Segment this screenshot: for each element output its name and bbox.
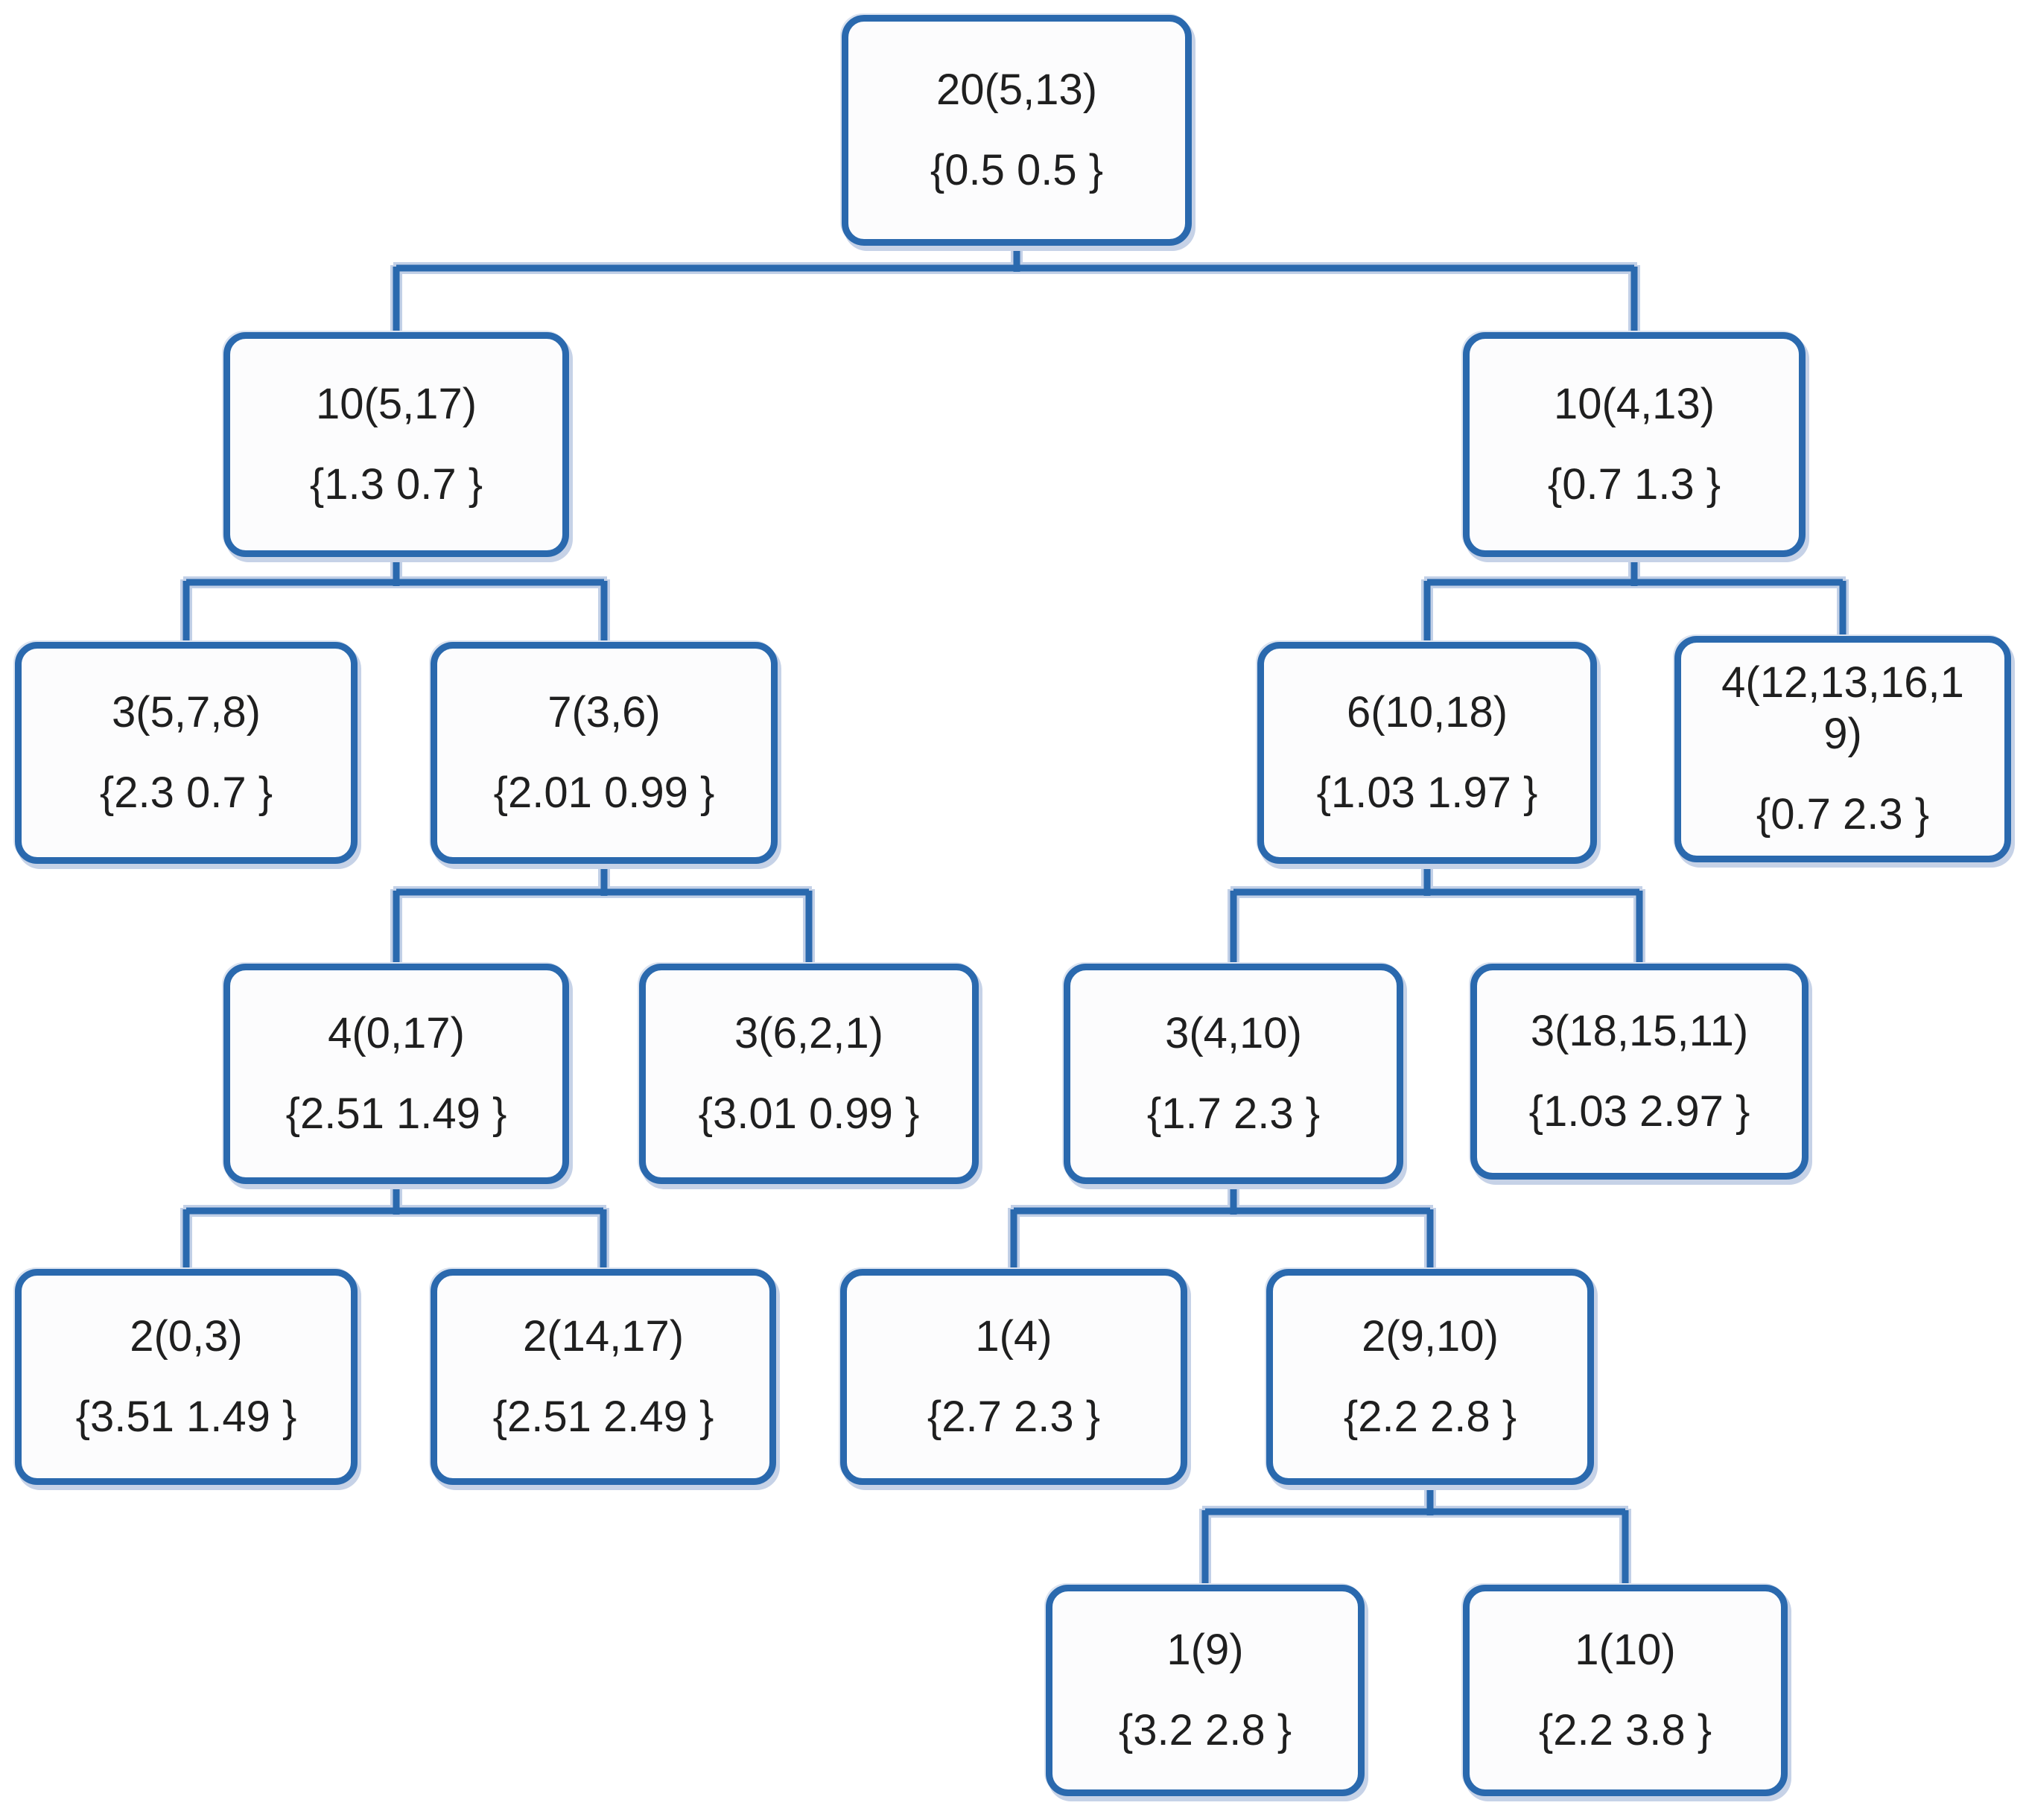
tree-node-3-5-7-8: 3(5,7,8) {2.3 0.7 } xyxy=(15,642,358,864)
node-distribution: {0.7 2.3 } xyxy=(1756,790,1930,839)
connector-7-3-6 xyxy=(390,864,815,964)
tree-node-20-5-13: 20(5,13) {0.5 0.5 } xyxy=(842,15,1192,246)
tree-node-3-4-10: 3(4,10) {1.7 2.3 } xyxy=(1064,964,1403,1184)
node-label: 2(14,17) xyxy=(522,1311,685,1361)
node-distribution: {2.2 3.8 } xyxy=(1538,1706,1712,1754)
node-label: 10(4,13) xyxy=(1553,379,1715,428)
node-distribution: {3.01 0.99 } xyxy=(698,1089,920,1138)
connector-2-9-10 xyxy=(1199,1485,1631,1585)
node-distribution: {1.03 1.97 } xyxy=(1316,769,1538,817)
node-distribution: {1.7 2.3 } xyxy=(1146,1089,1321,1138)
tree-node-1-4: 1(4) {2.7 2.3 } xyxy=(840,1269,1187,1485)
tree-node-2-14-17: 2(14,17) {2.51 2.49 } xyxy=(431,1269,776,1485)
node-distribution: {2.51 2.49 } xyxy=(492,1393,714,1441)
node-distribution: {3.2 2.8 } xyxy=(1118,1706,1292,1754)
node-label: 1(4) xyxy=(975,1311,1052,1361)
connector-10-4-13 xyxy=(1421,557,1849,642)
tree-node-1-10: 1(10) {2.2 3.8 } xyxy=(1463,1585,1788,1796)
node-distribution: {1.03 2.97 } xyxy=(1528,1087,1750,1136)
connector-3-4-10 xyxy=(1008,1184,1436,1269)
node-label: 1(10) xyxy=(1575,1625,1676,1674)
tree-node-3-6-2-1: 3(6,2,1) {3.01 0.99 } xyxy=(639,964,979,1184)
connector-4-0-17 xyxy=(180,1184,609,1269)
node-label: 3(4,10) xyxy=(1165,1008,1302,1057)
connector-6-10-18 xyxy=(1228,864,1645,964)
tree-node-4-12-13-16-19: 4(12,13,16,19) {0.7 2.3 } xyxy=(1674,636,2011,862)
node-label: 3(18,15,11) xyxy=(1530,1006,1749,1055)
tree-node-6-10-18: 6(10,18) {1.03 1.97 } xyxy=(1257,642,1597,864)
tree-node-1-9: 1(9) {3.2 2.8 } xyxy=(1046,1585,1365,1796)
node-distribution: {2.3 0.7 } xyxy=(99,769,273,817)
node-distribution: {2.51 1.49 } xyxy=(285,1089,507,1138)
node-label: 10(5,17) xyxy=(315,379,477,428)
tree-node-7-3-6: 7(3,6) {2.01 0.99 } xyxy=(431,642,778,864)
node-label: 4(12,13,16,19) xyxy=(1721,658,1964,758)
connector-20-5-13 xyxy=(390,246,1640,332)
node-distribution: {1.3 0.7 } xyxy=(309,460,483,509)
tree-node-2-0-3: 2(0,3) {3.51 1.49 } xyxy=(15,1269,358,1485)
node-label: 7(3,6) xyxy=(547,687,661,736)
node-distribution: {0.7 1.3 } xyxy=(1547,460,1721,509)
tree-node-10-4-13: 10(4,13) {0.7 1.3 } xyxy=(1463,332,1806,557)
tree-node-3-18-15-11: 3(18,15,11) {1.03 2.97 } xyxy=(1470,964,1809,1180)
tree-node-10-5-17: 10(5,17) {1.3 0.7 } xyxy=(223,332,569,557)
node-distribution: {2.2 2.8 } xyxy=(1343,1393,1517,1441)
node-label: 3(5,7,8) xyxy=(112,687,261,736)
node-label: 3(6,2,1) xyxy=(734,1008,883,1057)
tree-node-2-9-10: 2(9,10) {2.2 2.8 } xyxy=(1266,1269,1594,1485)
connector-10-5-17 xyxy=(180,557,610,642)
node-label: 6(10,18) xyxy=(1346,687,1508,736)
node-label: 2(9,10) xyxy=(1362,1311,1499,1361)
node-label: 1(9) xyxy=(1166,1625,1244,1674)
node-label: 20(5,13) xyxy=(936,65,1098,114)
node-distribution: {3.51 1.49 } xyxy=(75,1393,297,1441)
node-distribution: {2.7 2.3 } xyxy=(927,1393,1101,1441)
node-label: 4(0,17) xyxy=(328,1008,465,1057)
node-distribution: {2.01 0.99 } xyxy=(493,769,715,817)
tree-node-4-0-17: 4(0,17) {2.51 1.49 } xyxy=(223,964,569,1184)
node-distribution: {0.5 0.5 } xyxy=(930,146,1104,194)
node-label: 2(0,3) xyxy=(130,1311,243,1361)
